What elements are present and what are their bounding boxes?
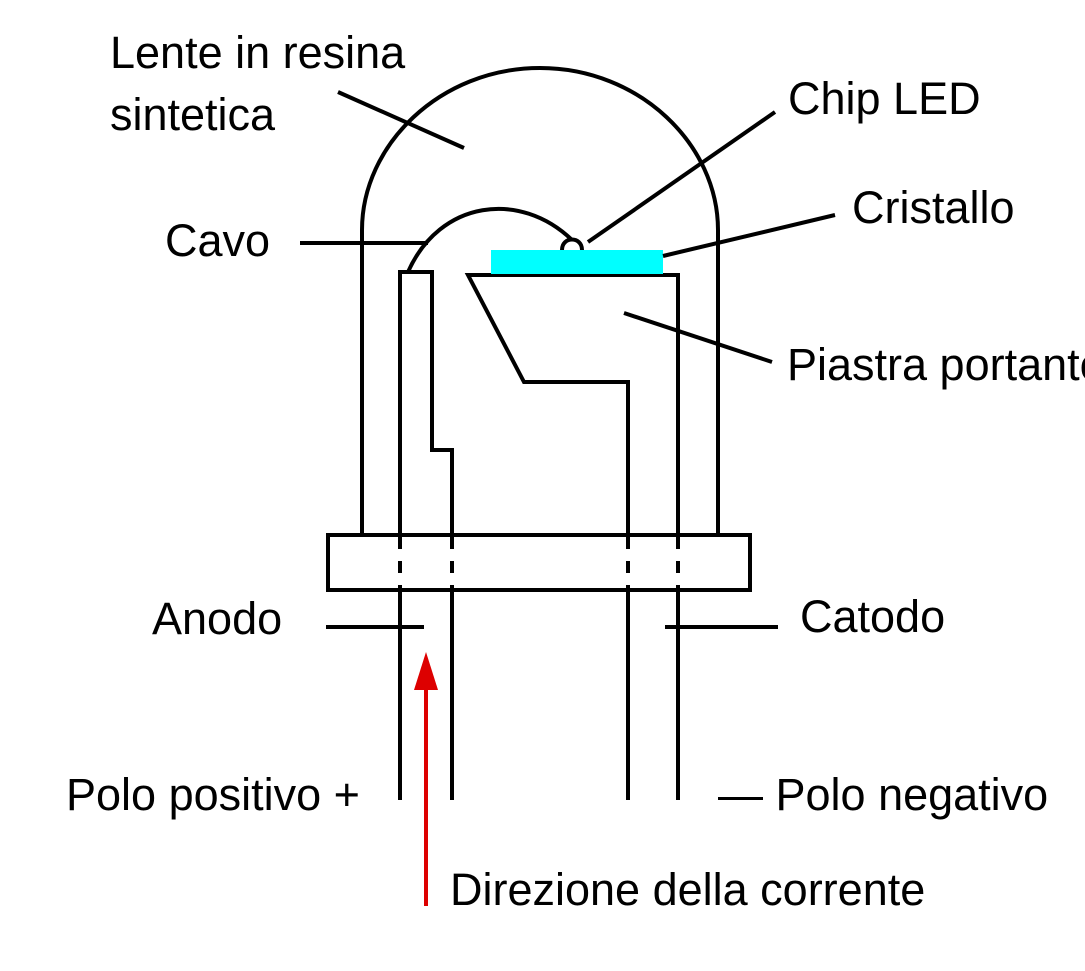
anode-lead-inside-base xyxy=(397,537,455,588)
label-plate: Piastra portante xyxy=(787,339,1085,390)
label-positive-pole: Polo positivo + xyxy=(66,769,360,820)
label-lens-line2: sintetica xyxy=(110,89,276,140)
label-crystal: Cristallo xyxy=(852,182,1015,233)
chip-contact xyxy=(560,237,584,251)
label-lens-line1: Lente in resina xyxy=(110,27,406,78)
label-negative-pole: — Polo negativo xyxy=(718,769,1048,820)
cathode-lead-inside-base xyxy=(625,537,681,588)
anode-lead xyxy=(398,270,454,800)
label-wire: Cavo xyxy=(165,215,270,266)
bond-wire xyxy=(406,206,574,273)
led-base xyxy=(326,533,752,592)
current-direction-arrow xyxy=(414,652,438,906)
leader-crystal xyxy=(662,213,836,258)
label-anode: Anodo xyxy=(152,593,282,644)
cathode-lead-and-plate xyxy=(464,273,680,800)
leader-plate xyxy=(623,311,773,364)
label-current-direction: Direzione della corrente xyxy=(450,864,925,915)
crystal xyxy=(491,250,663,274)
resin-lens-outline xyxy=(360,65,720,535)
label-chip: Chip LED xyxy=(788,73,981,124)
leader-lens xyxy=(337,90,465,150)
label-cathode: Catodo xyxy=(800,591,945,642)
leader-chip xyxy=(586,110,777,244)
